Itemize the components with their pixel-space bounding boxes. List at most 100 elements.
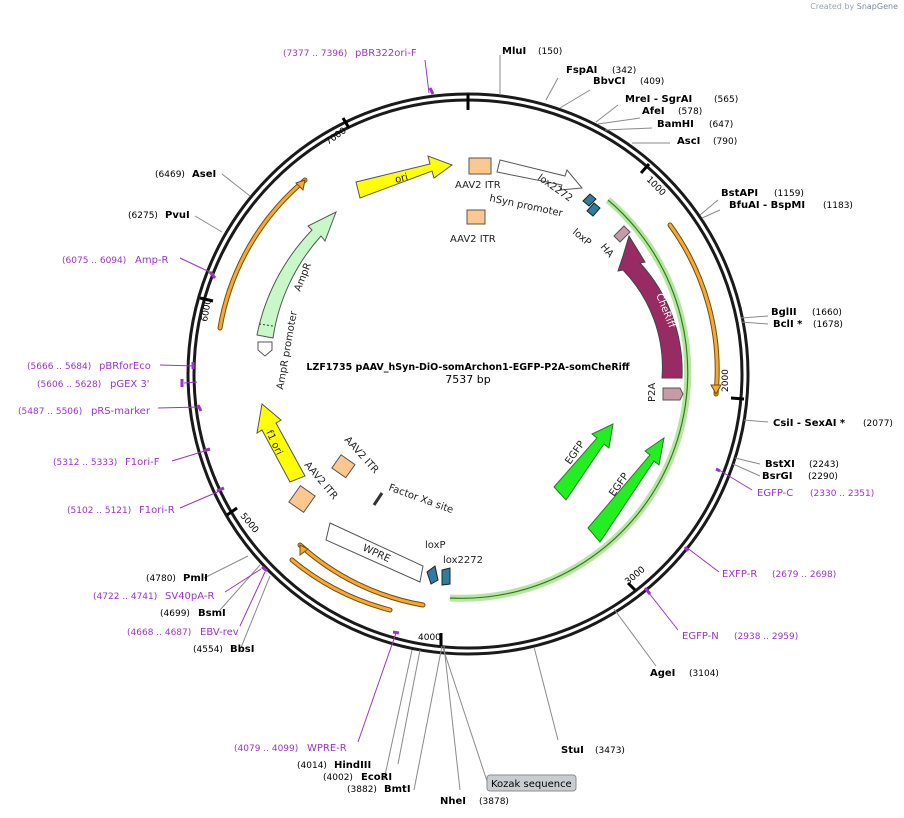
primer-amp-r: Amp-R bbox=[135, 255, 169, 266]
egfp-arrow-outer bbox=[587, 436, 665, 543]
primer-f1ori-f: F1ori-F bbox=[125, 457, 160, 468]
enzyme-bstapi: BstAPI bbox=[721, 188, 758, 199]
loxp-marker-bottom bbox=[426, 565, 439, 585]
wpre-arrow bbox=[325, 522, 424, 583]
enzyme-bbvci: BbvCI bbox=[593, 76, 625, 87]
tick-4000: 4000 bbox=[418, 633, 441, 643]
plasmid-length: 7537 bp bbox=[445, 373, 490, 386]
enzyme-afei-pos: (578) bbox=[678, 107, 702, 117]
enzyme-bsrgi-pos: (2290) bbox=[808, 472, 838, 482]
egfp-arrow-inner bbox=[553, 423, 614, 501]
lox2272-marker bbox=[582, 193, 597, 207]
ha-label: HA bbox=[598, 242, 616, 260]
ha-tag bbox=[613, 225, 631, 243]
enzyme-agei: AgeI bbox=[650, 668, 675, 679]
primer-ebv-rev: EBV-rev bbox=[200, 627, 239, 638]
primer-exfp-r-pos: (2679 .. 2698) bbox=[772, 570, 836, 580]
p2a-marker bbox=[662, 387, 684, 401]
enzyme-bsmi: BsmI bbox=[198, 608, 226, 619]
enzyme-hindiii-pos: (4014) bbox=[297, 761, 327, 771]
loxp-bottom-label: loxP bbox=[425, 540, 446, 551]
lox2272-marker-bottom bbox=[441, 567, 451, 586]
primer-pbr322ori-f-pos: (7377 .. 7396) bbox=[283, 49, 347, 59]
enzyme-bglii-pos: (1660) bbox=[812, 308, 842, 318]
enzyme-ecori: EcoRI bbox=[361, 772, 392, 783]
enzyme-asei-pos: (6469) bbox=[155, 170, 185, 180]
ampr-promoter-label: AmpR promoter bbox=[275, 309, 300, 390]
primer-egfp-c: EGFP-C bbox=[757, 488, 793, 499]
aav2-itr-inner-top bbox=[466, 209, 486, 225]
enzyme-bbsi: BbsI bbox=[230, 644, 254, 655]
enzyme-bmti-pos: (3882) bbox=[347, 785, 377, 795]
primer-wpre-r: WPRE-R bbox=[307, 743, 347, 754]
primer-f1ori-f-pos: (5312 .. 5333) bbox=[53, 458, 117, 468]
primer-egfp-n: EGFP-N bbox=[682, 631, 719, 642]
enzyme-bstxi: BstXI bbox=[765, 459, 795, 470]
factor-xa-site bbox=[372, 492, 384, 506]
p2a-label: P2A bbox=[647, 383, 658, 402]
aav2-itr-inner-top-label: AAV2 ITR bbox=[450, 234, 496, 245]
enzyme-bfuai-bspmi-pos: (1183) bbox=[823, 201, 853, 211]
tick-6000: 6000 bbox=[200, 298, 214, 323]
primer-prs-marker-pos: (5487 .. 5506) bbox=[18, 407, 82, 417]
enzyme-nhei-pos: (3878) bbox=[479, 797, 509, 807]
aav2-itr-top-label: AAV2 ITR bbox=[455, 180, 501, 191]
tick-5000: 5000 bbox=[238, 512, 261, 536]
enzyme-agei-pos: (3104) bbox=[689, 669, 719, 679]
enzyme-pmli: PmlI bbox=[183, 573, 208, 584]
primer-ebv-rev-pos: (4668 .. 4687) bbox=[127, 628, 191, 638]
primer-f1ori-r-pos: (5102 .. 5121) bbox=[67, 506, 131, 516]
enzyme-pvui-pos: (6275) bbox=[128, 211, 158, 221]
hsyn-promoter-arrow bbox=[496, 159, 583, 191]
factor-xa-label: Factor Xa site bbox=[387, 482, 455, 516]
ampr-promoter-arrow bbox=[257, 341, 273, 357]
primer-pgex3: pGEX 3' bbox=[110, 379, 150, 390]
primer-sv40pa-r-pos: (4722 .. 4741) bbox=[93, 592, 157, 602]
lox2272-bottom-label: lox2272 bbox=[443, 555, 483, 566]
hsyn-promoter-label: hSyn promoter bbox=[488, 193, 564, 219]
kozak-label: Kozak sequence bbox=[491, 779, 572, 790]
enzyme-fspai-pos: (342) bbox=[612, 66, 636, 76]
cheriff-arrow bbox=[617, 234, 683, 379]
enzyme-asci-pos: (790) bbox=[713, 137, 737, 147]
aav2-itr-inner-bottom bbox=[331, 454, 356, 479]
primer-pbrforeco-pos: (5666 .. 5684) bbox=[27, 362, 91, 372]
enzyme-bbvci-pos: (409) bbox=[640, 77, 664, 87]
enzyme-bamhi-pos: (647) bbox=[709, 120, 733, 130]
primer-egfp-c-pos: (2330 .. 2351) bbox=[810, 489, 874, 499]
tick-1000: 1000 bbox=[644, 175, 667, 198]
enzyme-ecori-pos: (4002) bbox=[323, 773, 353, 783]
enzyme-bstapi-pos: (1159) bbox=[774, 189, 804, 199]
primer-egfp-n-pos: (2938 .. 2959) bbox=[734, 632, 798, 642]
enzyme-bstxi-pos: (2243) bbox=[809, 460, 839, 470]
snapgene-watermark: Created by SnapGene bbox=[810, 2, 898, 11]
enzyme-stui: StuI bbox=[561, 745, 584, 756]
enzyme-bglii: BglII bbox=[771, 307, 797, 318]
enzyme-pvui: PvuI bbox=[165, 210, 190, 221]
aav2-itr-bottom bbox=[288, 484, 316, 514]
enzyme-afei: AfeI bbox=[642, 106, 665, 117]
enzyme-bsrgi: BsrGI bbox=[762, 471, 792, 482]
primer-prs-marker: pRS-marker bbox=[91, 406, 151, 417]
ampr-arrow bbox=[256, 210, 337, 339]
enzyme-csii-sexai: CsiI - SexAI * bbox=[773, 418, 846, 429]
enzyme-bcli: BclI * bbox=[773, 319, 803, 330]
ori-label: ori bbox=[394, 172, 409, 186]
primer-pbrforeco: pBRforEco bbox=[99, 361, 151, 372]
plasmid-name: LZF1735 pAAV_hSyn-DiO-somArchon1-EGFP-P2… bbox=[306, 362, 630, 373]
f1-ori-arrow bbox=[256, 403, 306, 483]
enzyme-pmli-pos: (4780) bbox=[146, 574, 176, 584]
loxp-top-label: loxP bbox=[570, 227, 593, 249]
enzyme-csii-sexai-pos: (2077) bbox=[863, 419, 893, 429]
enzyme-asci: AscI bbox=[677, 136, 700, 147]
primer-wpre-r-pos: (4079 .. 4099) bbox=[234, 744, 298, 754]
enzyme-asei: AseI bbox=[192, 169, 216, 180]
primer-amp-r-pos: (6075 .. 6094) bbox=[62, 256, 126, 266]
enzyme-mrei-sgrai: MreI - SgrAI bbox=[625, 94, 692, 105]
enzyme-fspai: FspAI bbox=[566, 65, 597, 76]
primer-pgex3-pos: (5606 .. 5628) bbox=[37, 380, 101, 390]
enzyme-bfuai-bspmi: BfuAI - BspMI bbox=[729, 200, 805, 211]
ori-arrow bbox=[355, 155, 454, 199]
enzyme-bcli-pos: (1678) bbox=[813, 320, 843, 330]
